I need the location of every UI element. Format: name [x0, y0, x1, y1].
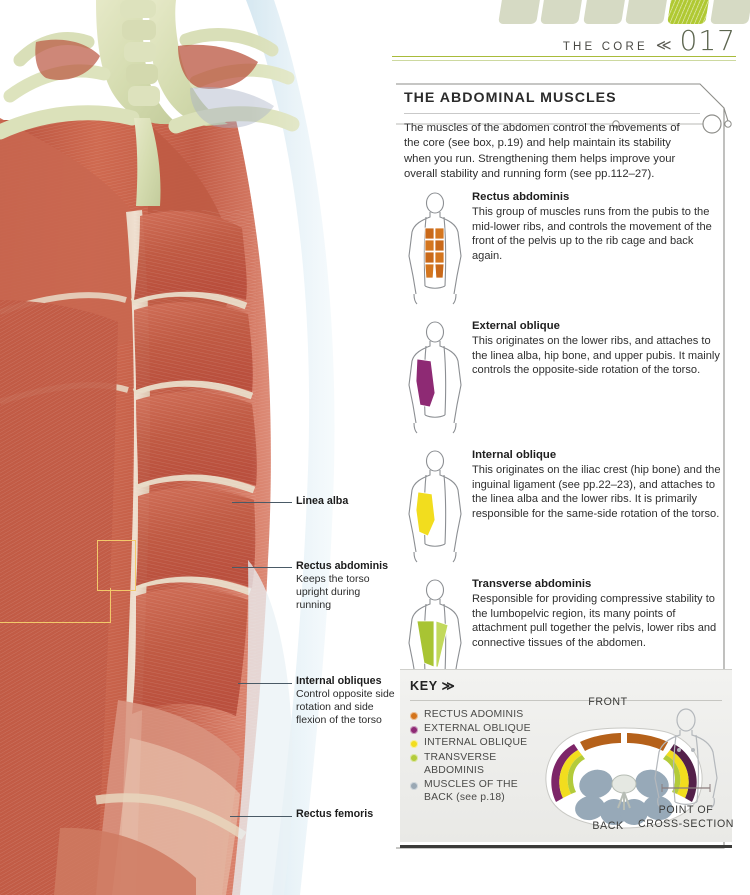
panel-frame: [396, 83, 732, 849]
body-figure-icon: [408, 192, 462, 305]
muscle-name: External oblique: [472, 320, 560, 332]
muscle-entry-list: Rectus abdominis This group of muscles r…: [404, 190, 724, 706]
body-reference-figure: [654, 708, 718, 809]
panel-title: THE ABDOMINAL MUSCLES: [404, 90, 617, 106]
muscle-entry-internal-oblique: Internal oblique This originates on the …: [404, 448, 724, 573]
panel-title-divider: [404, 113, 700, 114]
highlight-connector-h: [0, 622, 110, 623]
anatomy-artwork: [0, 0, 400, 895]
key-item-list: RECTUS ADOMINIS EXTERNAL OBLIQUE INTERNA…: [410, 708, 540, 805]
anatomy-illustration: [0, 0, 400, 895]
callout-leader-line: [232, 567, 292, 568]
chapter-tab-1[interactable]: [498, 0, 541, 24]
cross-section-diagram: FRONT BACK: [518, 696, 733, 836]
chapter-tab-4[interactable]: [625, 0, 668, 24]
callout-rectus-femoris: Rectus femoris: [296, 808, 406, 821]
callout-leader-line: [230, 816, 292, 817]
callout-name: Internal obliques: [296, 675, 382, 687]
callout-name: Rectus abdominis: [296, 560, 389, 572]
muscle-name: Internal oblique: [472, 449, 557, 461]
key-item-label: MUSCLES OF THE BACK (see p.18): [424, 779, 518, 804]
page-header: THE CORE ≪ 017: [563, 24, 736, 57]
key-legend-box: KEY ≫ RECTUS ADOMINIS EXTERNAL OBLIQUE I…: [400, 669, 733, 848]
callout-leader-line: [232, 502, 292, 503]
key-item-label: RECTUS ADOMINIS: [424, 709, 524, 720]
chapter-tab-2[interactable]: [540, 0, 583, 24]
key-divider: [410, 700, 722, 701]
body-figure-icon: [408, 321, 462, 434]
figure-external-oblique: [404, 319, 470, 444]
callout-name: Rectus femoris: [296, 808, 374, 820]
chapter-tab-5-active[interactable]: [667, 0, 710, 24]
body-figure-icon: [408, 450, 462, 563]
cross-section-point-label-line1: POINT OF: [658, 804, 714, 816]
muscle-entry-text: Rectus abdominis This group of muscles r…: [470, 190, 724, 315]
legend-swatch-icon: [410, 711, 418, 720]
muscle-entry-text: Internal oblique This originates on the …: [470, 448, 724, 573]
panel-content: THE ABDOMINAL MUSCLES The muscles of the…: [404, 88, 724, 844]
muscle-name: Rectus abdominis: [472, 191, 570, 203]
highlighted-muscle-region: [415, 491, 436, 537]
body-figure-icon: [408, 579, 462, 692]
muscle-entry-transverse-abdominis: Transverse abdominis Responsible for pro…: [404, 577, 724, 702]
key-title: KEY ≫: [410, 679, 456, 693]
cross-section-back-label: BACK: [592, 820, 624, 832]
highlighted-muscle-region: [416, 620, 449, 668]
key-item: RECTUS ADOMINIS: [410, 708, 540, 721]
key-item: TRANSVERSE ABDOMINIS: [410, 751, 540, 777]
abdominal-muscles-panel: THE ABDOMINAL MUSCLES The muscles of the…: [394, 82, 736, 854]
header-rule-secondary: [392, 60, 736, 61]
muscle-description: This originates on the lower ribs, and a…: [472, 335, 720, 377]
key-item-label: EXTERNAL OBLIQUE: [424, 723, 531, 735]
chapter-tab-3[interactable]: [582, 0, 625, 24]
highlight-connector-v: [110, 588, 111, 623]
figure-internal-oblique: [404, 448, 470, 573]
chevron-left-icon: ≪: [655, 37, 672, 54]
callout-rectus-abdominis: Rectus abdominis Keeps the torso upright…: [296, 560, 396, 613]
cross-section-point-label-line2: CROSS-SECTION: [637, 818, 735, 830]
muscle-name: Transverse abdominis: [472, 578, 592, 590]
muscle-description: Responsible for providing compressive st…: [472, 593, 717, 649]
chapter-tab-strip[interactable]: [498, 0, 750, 26]
cross-section-artwork: [545, 727, 703, 829]
key-item-label: INTERNAL OBLIQUE: [424, 737, 528, 749]
key-item-label: TRANSVERSE ABDOMINIS: [424, 751, 497, 776]
panel-intro-text: The muscles of the abdomen control the m…: [404, 122, 680, 180]
header-rule: [392, 56, 736, 57]
legend-swatch-icon: [410, 781, 418, 790]
highlighted-muscle-region: [424, 227, 445, 279]
callout-description: Keeps the torso upright during running: [296, 573, 370, 612]
highlight-box: [97, 540, 136, 591]
breadcrumb: THE CORE: [562, 41, 648, 53]
muscle-entry-rectus-abdominis: Rectus abdominis This group of muscles r…: [404, 190, 724, 315]
muscle-description: This originates on the iliac crest (hip …: [472, 464, 721, 520]
muscle-entry-text: Transverse abdominis Responsible for pro…: [470, 577, 724, 702]
legend-swatch-icon: [410, 739, 418, 748]
page-number: 017: [679, 24, 736, 57]
figure-rectus-abdominis: [404, 190, 470, 315]
callout-internal-obliques: Internal obliques Control opposite side …: [296, 675, 396, 728]
callout-linea-alba: Linea alba: [296, 495, 396, 508]
callout-description: Control opposite side rotation and side …: [296, 688, 395, 727]
callout-leader-line: [238, 683, 292, 684]
legend-swatch-icon: [410, 754, 418, 763]
key-item: MUSCLES OF THE BACK (see p.18): [410, 778, 540, 804]
cross-section-front-label: FRONT: [588, 696, 628, 708]
muscle-entry-text: External oblique This originates on the …: [470, 319, 724, 444]
highlighted-muscle-region: [415, 358, 436, 408]
key-item: INTERNAL OBLIQUE: [410, 736, 540, 749]
callout-name: Linea alba: [296, 495, 349, 507]
muscle-entry-external-oblique: External oblique This originates on the …: [404, 319, 724, 444]
figure-transverse-abdominis: [404, 577, 470, 702]
key-item: EXTERNAL OBLIQUE: [410, 722, 540, 735]
chapter-tab-6[interactable]: [709, 0, 750, 24]
muscle-description: This group of muscles runs from the pubi…: [472, 206, 712, 262]
legend-swatch-icon: [410, 725, 418, 734]
